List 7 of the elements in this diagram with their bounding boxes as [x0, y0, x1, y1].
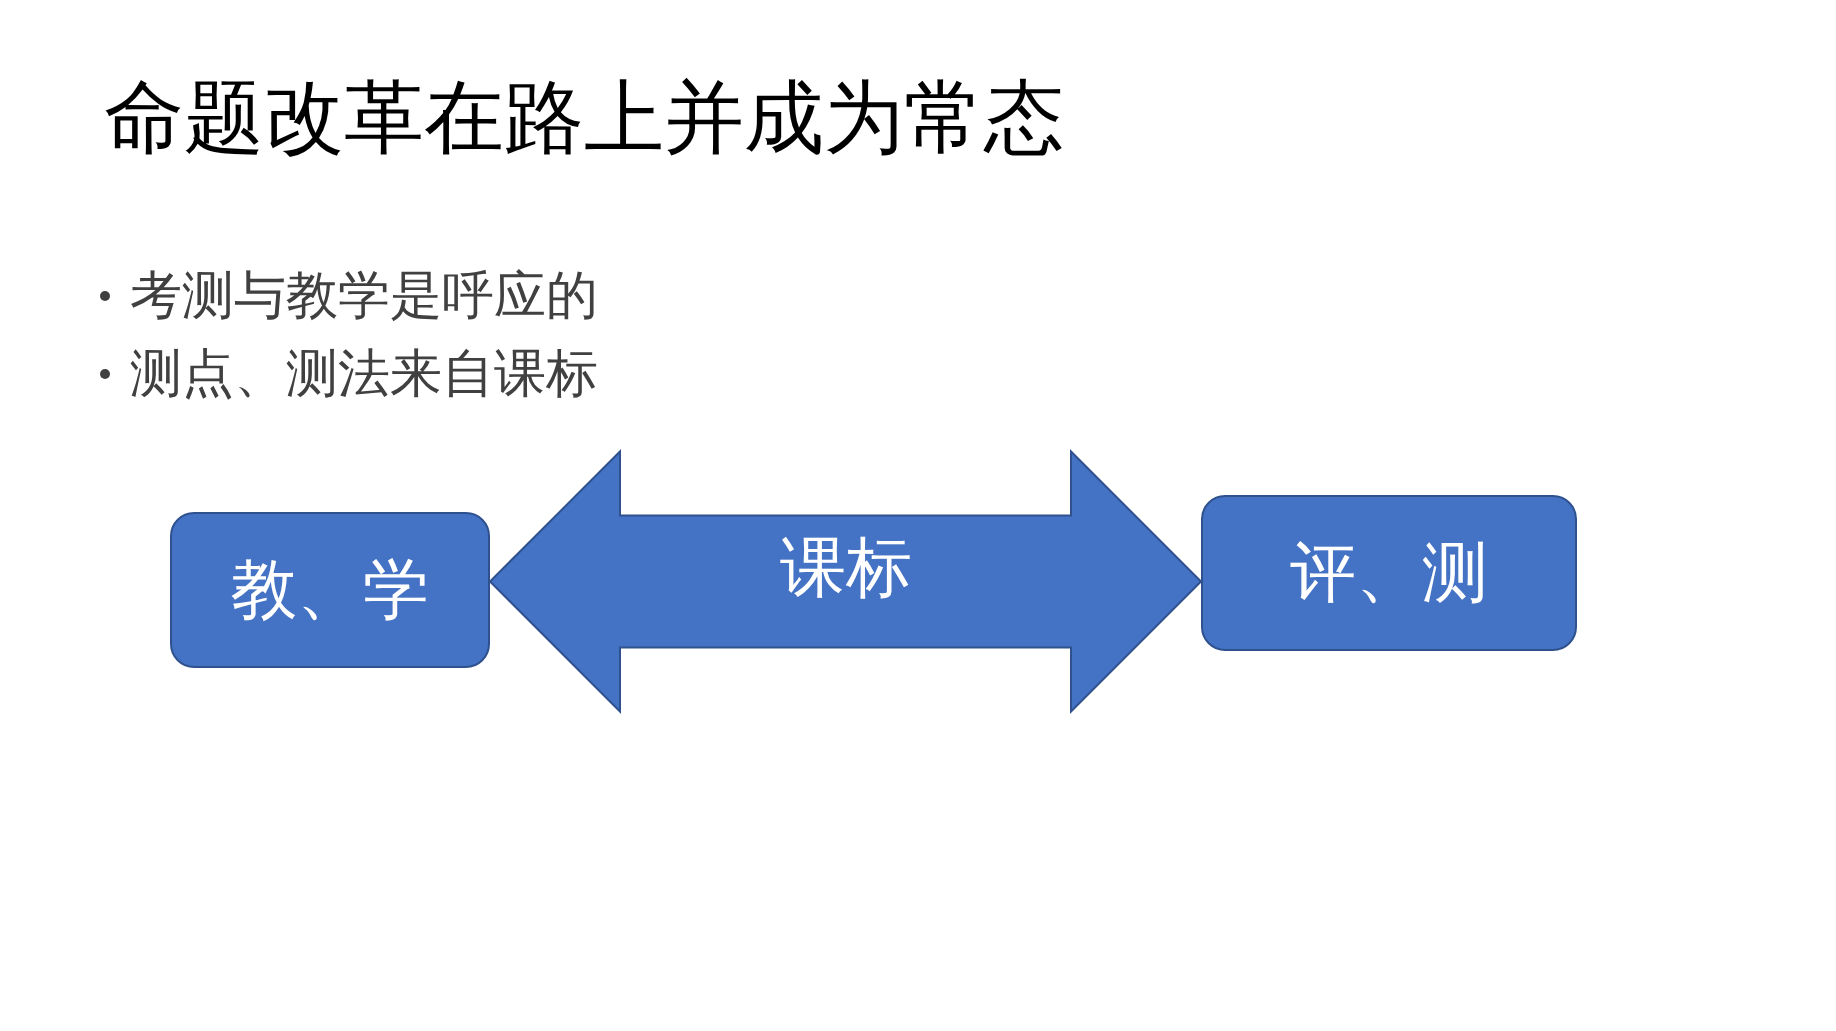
process-box: 评、测: [1201, 495, 1577, 651]
double-block-arrow: [488, 449, 1203, 714]
slide-title: 命题改革在路上并成为常态: [104, 78, 1064, 158]
bullet-text: 测点、测法来自课标: [130, 348, 598, 400]
bullet-text: 考测与教学是呼应的: [130, 270, 598, 322]
process-box: 教、学: [170, 512, 490, 668]
edge-label: 课标: [778, 535, 913, 601]
